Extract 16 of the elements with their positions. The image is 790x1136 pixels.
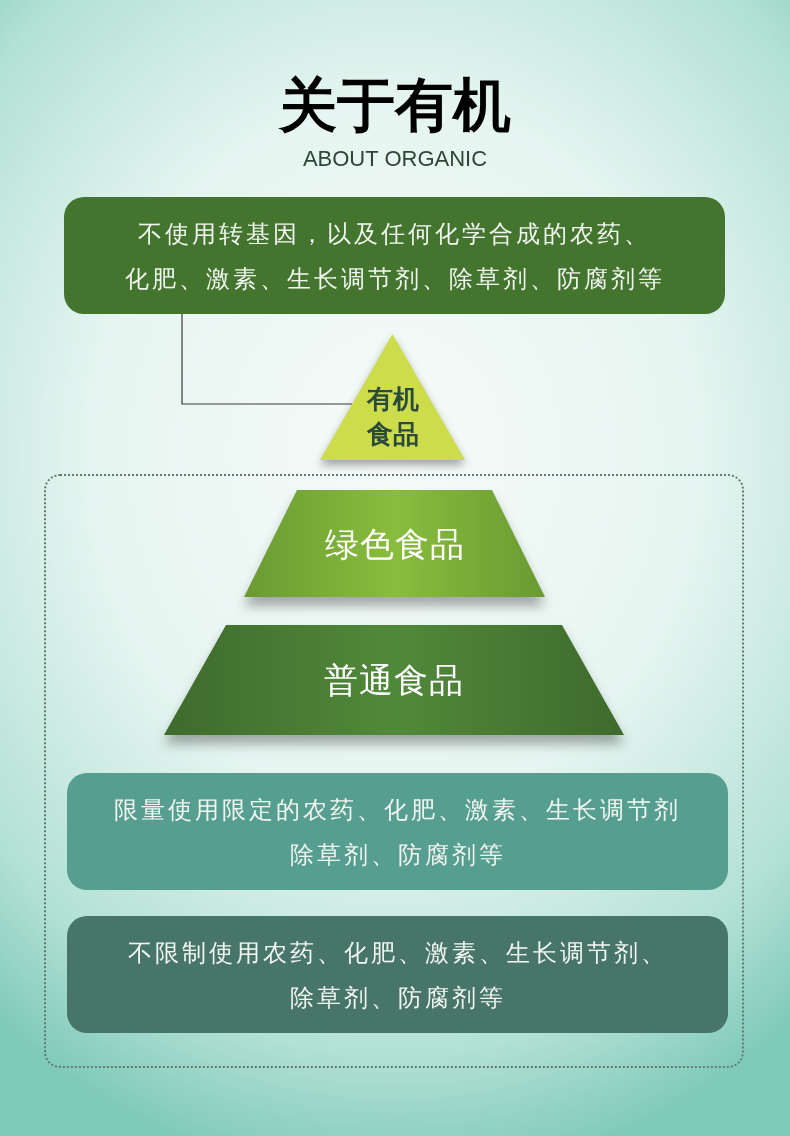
node-label: 普通食品 xyxy=(324,660,464,700)
box-text: 限量使用限定的农药、化肥、激素、生长调节剂除草剂、防腐剂等 xyxy=(113,794,682,870)
trapezoid-node xyxy=(164,625,624,735)
info-box xyxy=(67,916,728,1033)
box-text: 不使用转基因，以及任何化学合成的农药、化肥、激素、生长调节剂、除草剂、防腐剂等 xyxy=(123,218,666,294)
triangle-node xyxy=(320,334,465,460)
trapezoid-node xyxy=(244,490,545,597)
dotted-frame xyxy=(44,474,744,1068)
node-label: 绿色食品 xyxy=(324,523,465,564)
node-label: 有机食品 xyxy=(365,383,420,451)
box-text: 不限制使用农药、化肥、激素、生长调节剂、除草剂、防腐剂等 xyxy=(126,937,669,1013)
title: 关于有机 xyxy=(277,76,512,134)
subtitle: ABOUT ORGANIC xyxy=(301,148,489,170)
leader-line xyxy=(181,313,353,405)
info-box xyxy=(64,197,725,314)
info-box xyxy=(67,773,728,890)
